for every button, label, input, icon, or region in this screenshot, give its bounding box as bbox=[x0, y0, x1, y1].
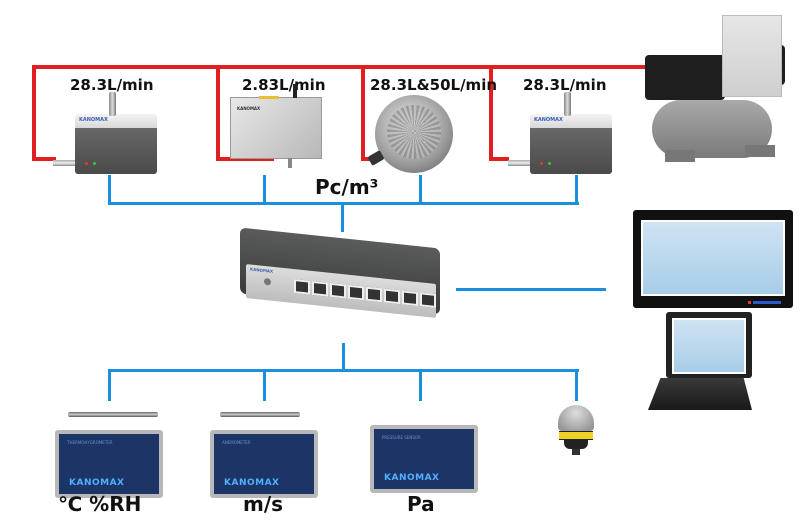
red-foot-3 bbox=[361, 157, 373, 161]
blue-bottom-drop-4 bbox=[575, 369, 578, 401]
green-led-icon bbox=[548, 162, 551, 165]
tower-light-sensor bbox=[556, 405, 596, 455]
inlet-stub bbox=[564, 92, 571, 116]
brand-logo: KANOMAX bbox=[384, 473, 440, 483]
laser-particle-sensor-2: KANOMAX bbox=[230, 84, 322, 168]
blue-bottom-drop-2 bbox=[263, 369, 266, 401]
dome-base bbox=[564, 439, 588, 449]
red-foot-2 bbox=[216, 157, 274, 161]
anemometer: ANEMOMETER KANOMAX bbox=[202, 430, 326, 498]
port-ch6 bbox=[384, 288, 400, 305]
unit-label-pressure: Pa bbox=[407, 492, 435, 516]
unit-label-velocity: m/s bbox=[243, 492, 284, 516]
port-ch7 bbox=[402, 290, 418, 307]
port-ch2 bbox=[312, 280, 328, 297]
unit-label-temp-rh: ℃ %RH bbox=[58, 492, 142, 516]
panel-monitor bbox=[633, 210, 793, 308]
flow-label-3: 28.3L&50L/min bbox=[370, 76, 498, 94]
mount-flange bbox=[47, 442, 171, 482]
monitor-power-led bbox=[748, 301, 751, 304]
blue-hub-up bbox=[341, 202, 344, 232]
blue-bottom-drop-1 bbox=[108, 369, 111, 401]
thermohygrometer: THERMOHYGROMETER KANOMAX bbox=[47, 430, 171, 498]
laser-particle-sensor-1: KANOMAX bbox=[53, 92, 157, 174]
flow-label-4: 28.3L/min bbox=[523, 76, 607, 94]
anemometer-probe bbox=[220, 412, 300, 417]
brand-logo: KANOMAX bbox=[69, 478, 125, 488]
side-inlet bbox=[508, 160, 530, 166]
dome-connector bbox=[572, 449, 580, 455]
red-led-icon bbox=[540, 162, 543, 165]
flow-label-1: 28.3L/min bbox=[70, 76, 154, 94]
dome-cap bbox=[558, 405, 594, 431]
brand-logo: KANOMAX bbox=[534, 117, 563, 123]
red-foot-1 bbox=[32, 157, 56, 161]
inlet-stub bbox=[109, 92, 116, 116]
blue-display-link bbox=[456, 288, 606, 291]
probe-grille bbox=[387, 105, 441, 159]
laptop-lid bbox=[666, 312, 752, 378]
red-drop-2 bbox=[216, 65, 220, 161]
blue-bottom-bus bbox=[108, 369, 579, 372]
model-text: ANEMOMETER bbox=[222, 440, 251, 445]
port-ch5 bbox=[366, 286, 382, 303]
monitor-screen bbox=[641, 220, 785, 296]
brand-logo: KANOMAX bbox=[237, 106, 261, 111]
sensor-top-panel bbox=[75, 114, 157, 128]
tank-leg-left bbox=[665, 150, 695, 162]
blue-top-drop-4 bbox=[575, 175, 578, 205]
blue-hub-down bbox=[342, 343, 345, 371]
red-foot-4 bbox=[489, 157, 509, 161]
brand-logo: KANOMAX bbox=[224, 478, 280, 488]
mount-flange bbox=[362, 437, 486, 477]
red-led-icon bbox=[85, 162, 88, 165]
power-switch-icon bbox=[264, 277, 271, 286]
red-drop-1 bbox=[32, 65, 36, 161]
isokinetic-probe bbox=[367, 95, 453, 173]
blue-top-drop-2 bbox=[263, 175, 266, 205]
blue-bottom-drop-3 bbox=[419, 369, 422, 401]
port-ch8 bbox=[420, 292, 436, 308]
flow-label-2: 2.83L/min bbox=[242, 76, 326, 94]
laptop bbox=[648, 310, 758, 415]
sensor-top-panel bbox=[530, 114, 612, 128]
blue-top-drop-1 bbox=[108, 175, 111, 205]
green-led-icon bbox=[93, 162, 96, 165]
brand-logo: KANOMAX bbox=[79, 117, 108, 123]
red-drop-4 bbox=[489, 65, 493, 161]
probe-valve bbox=[367, 150, 385, 166]
vacuum-pump bbox=[640, 10, 790, 180]
port-ch1 bbox=[294, 279, 310, 295]
tank-leg-right bbox=[745, 145, 775, 157]
thermohygrometer-probe bbox=[68, 412, 158, 417]
monitor-buttons bbox=[753, 301, 781, 304]
red-main-line bbox=[32, 65, 658, 69]
network-hub: KANOMAX bbox=[240, 227, 440, 318]
mount-flange bbox=[202, 442, 326, 482]
model-text: THERMOHYGROMETER bbox=[67, 440, 113, 445]
control-panel bbox=[722, 15, 782, 97]
laptop-screen bbox=[672, 318, 746, 374]
side-inlet bbox=[53, 160, 75, 166]
pump-motor-left bbox=[645, 55, 725, 100]
pressure-sensor: PRESSURE SENSOR KANOMAX bbox=[362, 425, 486, 493]
top-stub bbox=[293, 84, 297, 98]
red-drop-3 bbox=[361, 65, 365, 161]
yellow-label bbox=[259, 96, 279, 99]
bottom-stub bbox=[288, 158, 292, 168]
laptop-keyboard bbox=[648, 378, 752, 410]
hub-brand: KANOMAX bbox=[250, 266, 274, 274]
model-text: PRESSURE SENSOR bbox=[382, 435, 421, 440]
particle-unit-label: Pc/m³ bbox=[315, 175, 379, 199]
port-ch4 bbox=[348, 284, 364, 301]
blue-top-drop-3 bbox=[419, 175, 422, 205]
port-ch3 bbox=[330, 282, 346, 299]
laser-particle-sensor-3: KANOMAX bbox=[508, 92, 612, 174]
